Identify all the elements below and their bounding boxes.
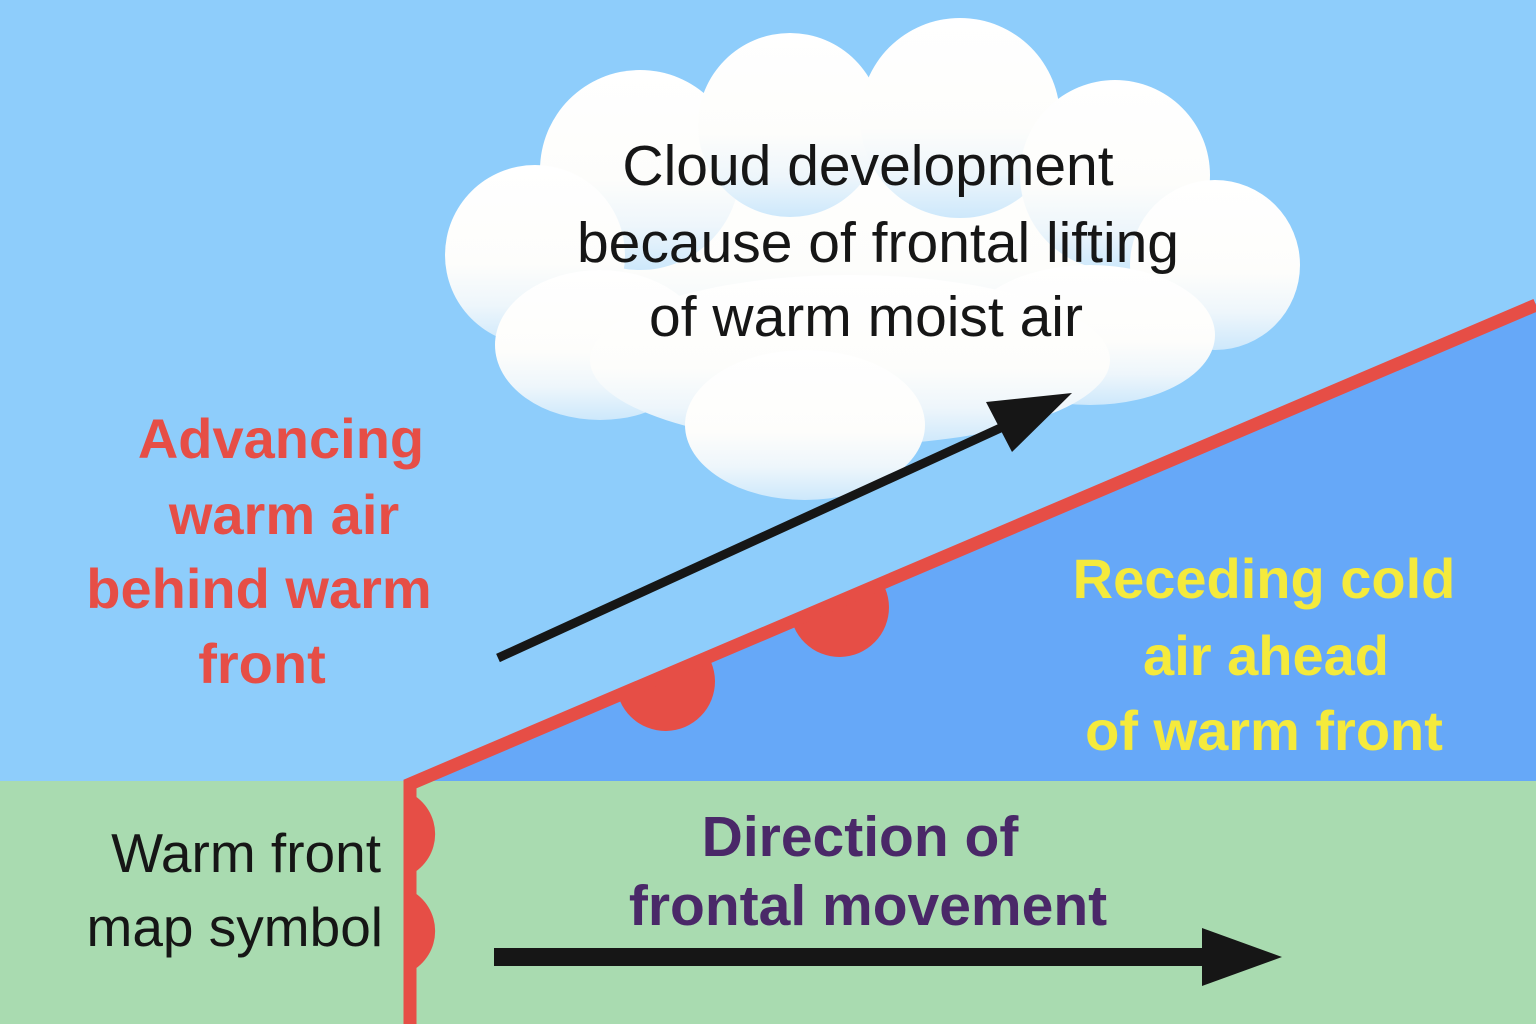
cloud-label-line-1: Cloud development [622,134,1113,198]
cloud [445,18,1300,500]
map-symbol-label-line-1: Warm front [111,822,381,884]
map-band [0,781,1536,1024]
sloped-front-semicircles [620,588,889,731]
map-symbol-label-line-2: map symbol [87,896,383,958]
cloud-label-line-3: of warm moist air [649,285,1083,349]
cloud-label-line-2: because of frontal lifting [577,211,1179,275]
movement-arrow [494,928,1282,986]
warm-air-label-line-3: behind warm [86,557,431,620]
cold-air-label-line-3: of warm front [1085,699,1443,762]
movement-label: Direction of frontal movement [629,805,1107,938]
warm-air-label-line-4: front [198,632,326,695]
movement-label-line-2: frontal movement [629,874,1107,938]
movement-label-line-1: Direction of [702,805,1020,869]
cold-air-label-line-1: Receding cold [1073,547,1456,610]
map-symbol-label: Warm front map symbol [87,822,383,958]
cold-air-label-line-2: air ahead [1143,624,1389,687]
warm-air-label-line-2: warm air [168,483,399,546]
lifting-arrow [496,393,1072,663]
warm-air-label-line-1: Advancing [138,407,424,470]
warm-front-map-symbol [410,793,436,972]
warm-air-label: Advancing warm air behind warm front [86,407,431,695]
cold-air-label: Receding cold air ahead of warm front [1073,547,1456,762]
